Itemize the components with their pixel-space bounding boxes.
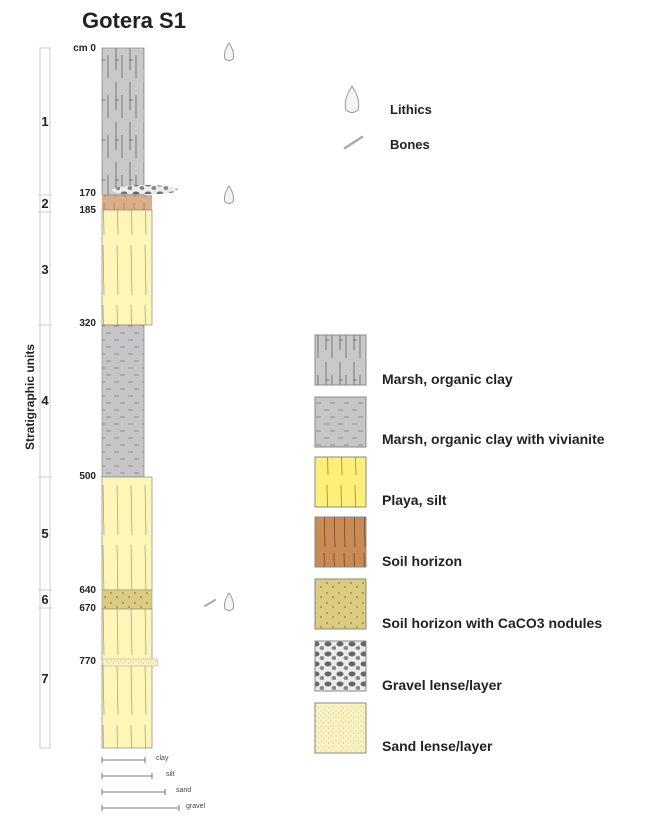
unit-label: 4: [41, 393, 49, 408]
unit-label: 5: [41, 526, 49, 541]
lithic-icon: [224, 42, 234, 61]
unit-label: 1: [41, 114, 49, 129]
bone-icon: [204, 599, 216, 607]
unit-label: 7: [41, 671, 49, 686]
bone-icon: [343, 135, 364, 150]
legend-swatch-soil-horizon: [314, 516, 367, 568]
unit-label: 6: [41, 592, 49, 607]
legend-swatch-sand: [314, 702, 367, 754]
layer-playa-silt-7: [101, 608, 153, 749]
lithic-icon: [224, 185, 234, 204]
legend-label: Marsh, organic clay: [382, 371, 513, 387]
gravel-lense: [112, 185, 178, 195]
depth-label: 320: [79, 318, 96, 329]
legend-label: Playa, silt: [382, 492, 447, 508]
legend-label: Soil horizon: [382, 553, 463, 569]
layer-marsh-vivianite: [101, 324, 145, 478]
grain-size-scale: [101, 757, 180, 811]
depth-label: 640: [79, 585, 96, 596]
depth-label: 170: [79, 188, 96, 199]
sand-lense: [101, 658, 159, 667]
legend-label: Soil horizon with CaCO3 nodules: [382, 615, 603, 631]
depth-label: 670: [79, 603, 96, 614]
depth-label: 500: [79, 471, 96, 482]
layer-playa-silt-3: [101, 209, 153, 326]
legend-label: Marsh, organic clay with vivianite: [382, 431, 605, 447]
grain-label-clay: clay: [156, 755, 169, 762]
layer-soil-horizon: [102, 195, 152, 210]
grain-label-gravel: gravel: [186, 803, 206, 810]
y-axis-label: Stratigraphic units: [23, 344, 37, 451]
legend-swatch-playa-silt: [314, 456, 367, 508]
units-bar: [38, 47, 52, 749]
diagram-title: Gotera S1: [82, 8, 186, 33]
legend-swatch-gravel: [314, 640, 367, 692]
lithic-icon: [344, 85, 360, 113]
depth-label: 770: [79, 656, 96, 667]
legend-label: Sand lense/layer: [382, 738, 493, 754]
lithic-icon: [224, 592, 234, 611]
legend-swatch-marsh-clay: [314, 334, 367, 386]
key-label-lithics: Lithics: [390, 102, 432, 117]
grain-label-sand: sand: [176, 787, 192, 794]
legend-swatch-marsh-vivianite: [314, 396, 367, 448]
legend-swatch-caco3: [314, 578, 367, 630]
unit-label: 3: [41, 262, 49, 277]
key-label-bones: Bones: [390, 137, 430, 152]
legend-label: Gravel lense/layer: [382, 677, 502, 693]
depth-label: cm 0: [73, 43, 96, 54]
layer-caco3-soil: [101, 589, 153, 610]
depth-label: 185: [79, 205, 96, 216]
unit-label: 2: [41, 196, 49, 211]
layer-marsh-clay: [101, 47, 145, 196]
grain-label-silt: silt: [166, 771, 175, 778]
layer-playa-silt-5: [101, 476, 153, 591]
